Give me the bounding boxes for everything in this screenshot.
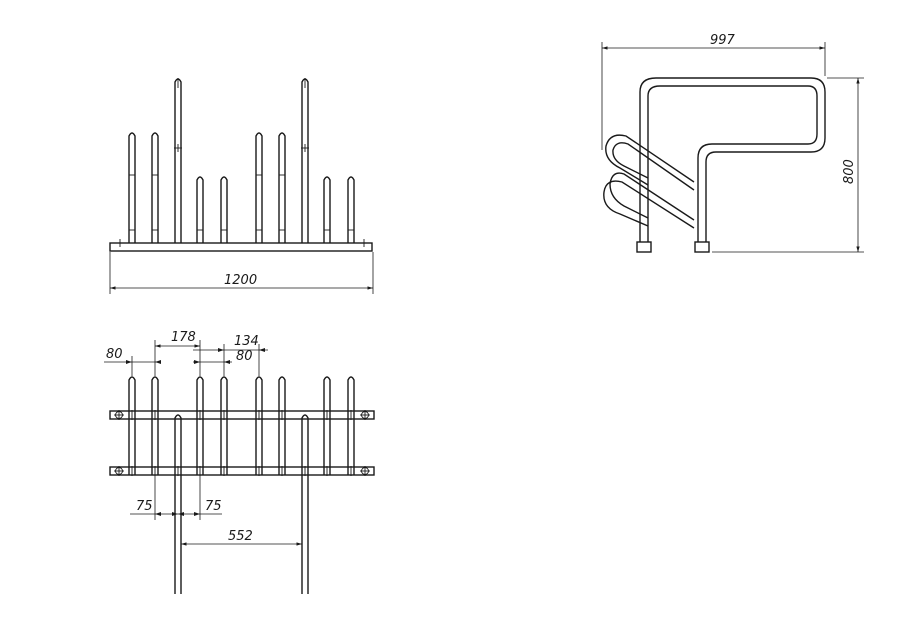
front-tube-e <box>196 176 204 243</box>
front-tall-tube-1 <box>174 78 182 243</box>
plan-tube-1 <box>128 376 136 475</box>
dim-front-width: 1200 <box>224 273 257 288</box>
front-tube-b <box>151 132 159 243</box>
front-tube-c <box>255 132 263 243</box>
dim-plan-80-left: 80 <box>106 347 123 362</box>
side-loop-upper <box>605 134 695 186</box>
side-foot-right <box>694 241 710 253</box>
plan-rail-bottom <box>109 466 375 476</box>
plan-tube-5 <box>255 376 263 475</box>
front-base-bar <box>109 242 373 252</box>
front-tube-h <box>347 176 355 243</box>
front-view: 1200 <box>109 78 374 294</box>
front-tube-a <box>128 132 136 243</box>
front-tube-g <box>323 176 331 243</box>
plan-tube-4 <box>220 376 228 475</box>
dim-plan-552: 552 <box>228 529 253 544</box>
plan-rail-top <box>109 410 375 420</box>
dim-plan-178: 178 <box>171 330 196 345</box>
side-frame-inner <box>647 85 818 245</box>
dim-plan-75-left: 75 <box>136 499 153 514</box>
plan-long-leg-right <box>301 414 309 594</box>
side-foot-left <box>636 241 652 253</box>
dim-side-height: 800 <box>842 159 857 184</box>
front-tall-tube-2 <box>301 78 309 243</box>
side-view: 997 800 <box>601 33 864 253</box>
plan-tube-7 <box>323 376 331 475</box>
side-frame-outer <box>639 77 826 245</box>
plan-tube-8 <box>347 376 355 475</box>
dim-plan-134: 134 <box>234 334 259 349</box>
plan-view: 80 178 134 80 75 75 552 <box>104 330 375 594</box>
front-tube-d <box>278 132 286 243</box>
plan-tube-2 <box>151 376 159 475</box>
plan-long-leg-left <box>174 414 182 594</box>
dim-plan-80-right: 80 <box>236 349 253 364</box>
dim-side-width: 997 <box>710 33 736 48</box>
dim-plan-75-right: 75 <box>205 499 222 514</box>
side-loop-lower <box>603 180 695 229</box>
plan-tube-3 <box>196 376 204 475</box>
plan-tube-6 <box>278 376 286 475</box>
front-tube-f <box>220 176 228 243</box>
